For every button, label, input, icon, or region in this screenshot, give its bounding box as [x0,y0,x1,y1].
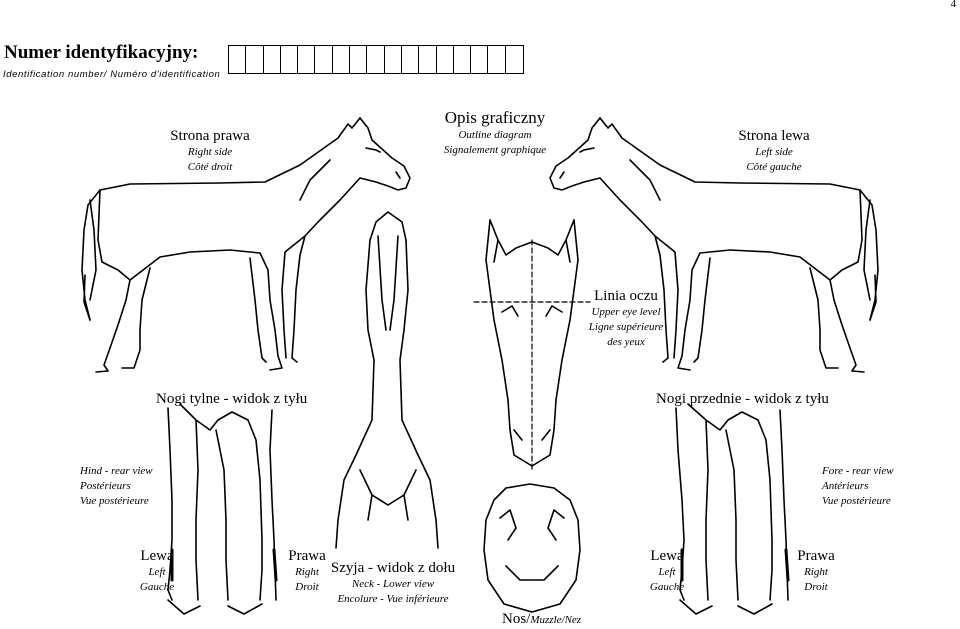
identification-digit-box[interactable] [315,46,333,73]
right-side-label-en: Right side [187,146,233,158]
diagram-title-fr: Signalement graphique [443,144,547,156]
neck-label-block: Szyja - widok z dołu Neck - Lower view E… [330,560,456,607]
hind-left-en: Left [148,566,166,578]
hind-legs-en: Hind - rear view [80,465,153,477]
horse-left-side-figure [549,117,879,373]
fore-legs-rear-view-figure [675,403,790,615]
neck-label-en: Neck - Lower view [351,578,435,590]
identification-digit-box[interactable] [437,46,454,73]
identification-digit-box[interactable] [367,46,385,73]
neck-lower-view-figure [335,211,439,549]
right-side-label: Strona prawa [170,128,250,144]
hind-legs-desc-block: Hind - rear view Postérieurs Vue postéri… [80,464,153,509]
identification-digit-box[interactable] [350,46,368,73]
fore-legs-fr2: Vue postérieure [822,495,891,507]
fore-legs-desc-block: Fore - rear view Antérieurs Vue postérie… [822,464,894,509]
fore-right-label: Prawa [797,548,835,564]
fore-right-label-block: Prawa Right Droit [792,548,840,595]
hind-legs-fr2: Vue postérieure [80,495,149,507]
identification-digit-box[interactable] [281,46,299,73]
neck-label-fr: Encolure - Vue inférieure [337,593,449,605]
right-side-label-fr: Côté droit [187,161,233,173]
muzzle-figure [483,483,581,613]
fore-legs-en: Fore - rear view [822,465,894,477]
identification-digit-box[interactable] [229,46,247,73]
identification-digit-box[interactable] [488,46,506,73]
fore-legs-title: Nogi przednie - widok z tyłu [656,391,829,407]
muzzle-label: Nos/ [502,611,531,627]
identification-digit-box[interactable] [454,46,472,73]
fore-right-fr: Droit [804,581,828,593]
hind-left-fr: Gauche [139,581,175,593]
diagram-title-en: Outline diagram [458,129,532,141]
fore-left-label-block: Lewa Left Gauche [644,548,690,595]
fore-legs-fr1: Antérieurs [822,480,869,492]
identification-number-field[interactable] [228,45,525,74]
identification-digit-box[interactable] [246,46,264,73]
eye-level-label-fr2: des yeux [607,336,645,348]
fore-right-en: Right [804,566,828,578]
fore-left-en: Left [658,566,676,578]
hind-left-label: Lewa [140,548,174,564]
hind-left-label-block: Lewa Left Gauche [134,548,180,595]
identification-digit-box[interactable] [385,46,402,73]
eye-level-label-en: Upper eye level [591,306,661,318]
identification-title: Numer identyfikacyjny: [4,42,199,63]
hind-right-en: Right [295,566,319,578]
muzzle-label-sub: Muzzle/Nez [530,614,582,626]
neck-label: Szyja - widok z dołu [330,560,456,576]
left-side-label-en: Left side [755,146,793,158]
head-front-view-figure [473,219,591,471]
hind-legs-title: Nogi tylne - widok z tyłu [156,391,308,407]
eye-level-label: Linia oczu [594,288,658,304]
right-side-label-block: Strona prawa Right side Côté droit [160,128,260,175]
identification-digit-box[interactable] [264,46,281,73]
identification-digit-box[interactable] [333,46,351,73]
diagram-title-block: Opis graficzny Outline diagram Signaleme… [420,108,570,158]
left-side-label: Strona lewa [738,128,810,144]
left-side-label-fr: Côté gauche [746,161,802,173]
hind-right-fr: Droit [295,581,319,593]
hind-legs-fr1: Postérieurs [80,480,131,492]
identification-digit-box[interactable] [471,46,489,73]
horse-right-side-figure [81,117,411,373]
identification-digit-box[interactable] [419,46,437,73]
eye-level-label-block: Linia oczu Upper eye level Ligne supérie… [584,288,668,350]
page-number: 4 [950,0,957,10]
identification-subtitle: Identification number/ Numéro d'identifi… [3,69,221,80]
hind-right-label: Prawa [288,548,326,564]
left-side-label-block: Strona lewa Left side Côté gauche [724,128,824,175]
identification-digit-box[interactable] [298,46,316,73]
muzzle-label-block: Nos/Muzzle/Nez [502,610,581,628]
fore-left-label: Lewa [650,548,684,564]
eye-level-label-fr1: Ligne supérieure [588,321,664,333]
hind-right-label-block: Prawa Right Droit [284,548,330,595]
diagram-title: Opis graficzny [444,108,546,127]
identification-digit-box[interactable] [402,46,420,73]
fore-left-fr: Gauche [649,581,685,593]
hind-legs-rear-view-figure [167,403,278,615]
